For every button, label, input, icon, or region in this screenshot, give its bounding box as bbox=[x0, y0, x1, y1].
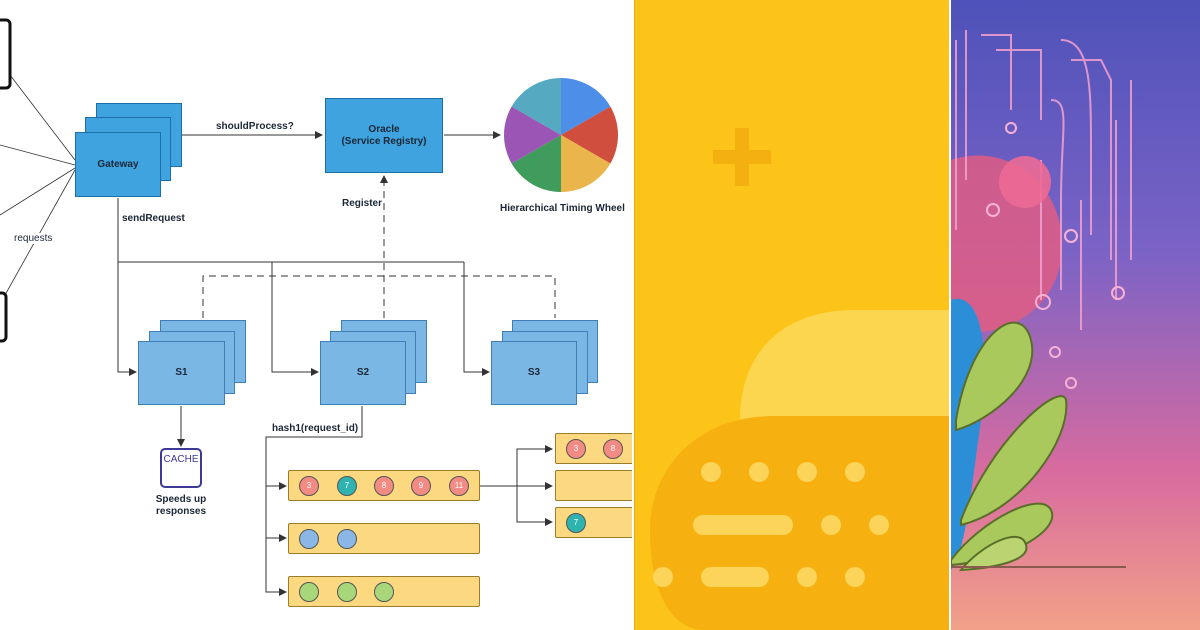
diagram-connectors bbox=[0, 18, 618, 596]
panel-divider bbox=[949, 0, 951, 630]
bucket-item bbox=[374, 582, 394, 602]
plus-icon bbox=[713, 150, 771, 164]
leaf bbox=[960, 395, 1068, 527]
server-label: S3 bbox=[527, 367, 541, 378]
bucket-item bbox=[299, 582, 319, 602]
phone-icon bbox=[0, 291, 8, 343]
oracle-sublabel: (Service Registry) bbox=[341, 135, 427, 147]
bucket-item bbox=[337, 582, 357, 602]
gear-icon bbox=[999, 156, 1051, 208]
line-shape bbox=[693, 515, 793, 535]
register-label: Register bbox=[342, 198, 383, 209]
dots-icon bbox=[653, 567, 673, 587]
sub-bucket-1: 3 8 bbox=[555, 433, 632, 464]
client-line bbox=[0, 144, 76, 166]
send-request-label: sendRequest bbox=[122, 213, 185, 224]
dots-icon bbox=[749, 462, 769, 482]
should-process-label: shouldProcess? bbox=[216, 121, 294, 132]
leaf bbox=[955, 321, 1034, 432]
cache-caption-line: Speeds up bbox=[155, 494, 207, 505]
architecture-diagram: Gateway Oracle (Service Registry) should… bbox=[0, 18, 632, 607]
phone-icon bbox=[0, 18, 12, 90]
bucket-item: 11 bbox=[449, 476, 469, 496]
bucket-row-3 bbox=[288, 576, 480, 607]
oracle-node: Oracle (Service Registry) bbox=[325, 98, 443, 173]
yellow-shapes bbox=[650, 128, 950, 630]
client-line bbox=[9, 74, 76, 161]
cache-label: CACHE bbox=[163, 454, 199, 465]
hash-trunk bbox=[265, 406, 363, 596]
bucket-item bbox=[299, 529, 319, 549]
server-s3: S3 bbox=[491, 341, 577, 405]
client-line bbox=[0, 167, 76, 216]
s2-arrow bbox=[271, 262, 319, 376]
hash-label: hash1(request_id) bbox=[272, 423, 359, 434]
sub-bucket-arrow bbox=[516, 486, 553, 526]
requests-label: requests bbox=[14, 233, 53, 244]
client-line bbox=[4, 169, 76, 296]
gateway-label: Gateway bbox=[97, 158, 139, 170]
pie-slice bbox=[561, 78, 611, 135]
bucket-item: 7 bbox=[566, 513, 586, 533]
bucket-item: 8 bbox=[603, 439, 623, 459]
s3-arrow bbox=[463, 262, 490, 376]
sub-bucket-arrow bbox=[516, 445, 553, 486]
sub-bucket-2 bbox=[555, 470, 632, 501]
circuit-lines bbox=[955, 30, 1132, 330]
timing-wheel-pie bbox=[504, 78, 618, 192]
register-dashed bbox=[202, 275, 556, 318]
bucket-item bbox=[337, 529, 357, 549]
pie-slice bbox=[511, 135, 561, 192]
dots-icon bbox=[797, 462, 817, 482]
bucket-item: 9 bbox=[411, 476, 431, 496]
circuit-plant-illustration bbox=[951, 0, 1200, 630]
cache-icon: CACHE bbox=[160, 448, 202, 488]
dots-icon bbox=[845, 462, 865, 482]
dots-icon bbox=[869, 515, 889, 535]
s1-arrow bbox=[117, 262, 137, 376]
oracle-label: Oracle bbox=[368, 123, 400, 135]
cache-caption-line: responses bbox=[155, 506, 207, 517]
circuit-nodes bbox=[986, 122, 1125, 389]
bucket-item: 3 bbox=[566, 439, 586, 459]
dots-icon bbox=[845, 567, 865, 587]
pie-slice bbox=[561, 106, 618, 164]
bucket-row-1: 3 7 8 9 11 bbox=[288, 470, 480, 501]
panel-divider bbox=[632, 0, 634, 630]
sub-bucket-3: 7 bbox=[555, 507, 632, 538]
leaf-blue bbox=[951, 298, 985, 570]
line-shape bbox=[701, 567, 769, 587]
pie-slice bbox=[511, 78, 561, 135]
yellow-illustration bbox=[634, 0, 950, 630]
bucket-item: 8 bbox=[374, 476, 394, 496]
cloud-shape bbox=[740, 310, 950, 420]
server-label: S2 bbox=[356, 367, 370, 378]
server-s1: S1 bbox=[138, 341, 225, 405]
send-request-trunk bbox=[117, 198, 464, 263]
gateway-node: Gateway bbox=[75, 132, 161, 197]
pie-slice bbox=[504, 106, 561, 164]
server-s2: S2 bbox=[320, 341, 406, 405]
pie-slice bbox=[561, 135, 611, 192]
bucket-row-2 bbox=[288, 523, 480, 554]
cache-caption: Speeds up responses bbox=[140, 494, 222, 518]
dots-icon bbox=[701, 462, 721, 482]
bucket-item: 3 bbox=[299, 476, 319, 496]
dots-icon bbox=[821, 515, 841, 535]
bucket-item: 7 bbox=[337, 476, 357, 496]
timing-wheel-label: Hierarchical Timing Wheel bbox=[500, 203, 625, 214]
art-shapes bbox=[951, 30, 1132, 572]
server-label: S1 bbox=[175, 367, 188, 378]
dots-icon bbox=[797, 567, 817, 587]
